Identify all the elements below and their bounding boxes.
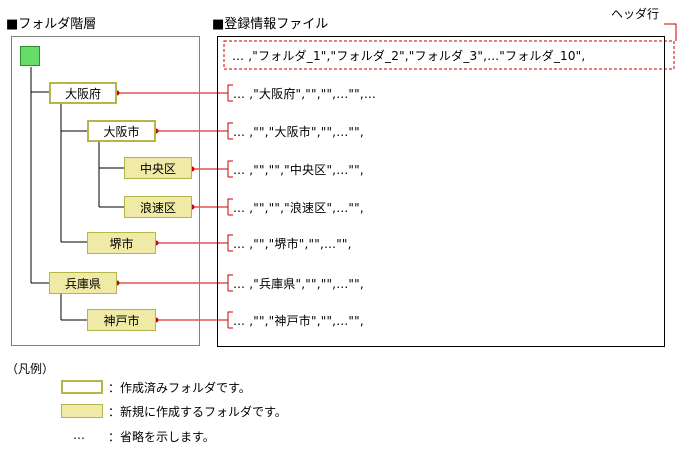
legend-new-text: ：新規に作成するフォルダです。: [108, 405, 287, 419]
connector-osaka-fu: [117, 84, 233, 94]
row-hyogo-ken: … ,"兵庫県","","",…"",: [233, 277, 364, 291]
root-folder-icon: [20, 46, 40, 66]
legend-existing-text: ：作成済みフォルダです。: [108, 381, 251, 395]
header-row-box: [223, 40, 675, 70]
connector-osaka-shi: [156, 122, 233, 132]
registration-file-panel: [217, 36, 665, 347]
row-osaka-shi: … ,"","大阪市","",…"",: [233, 125, 364, 139]
legend-new-swatch: [61, 404, 103, 418]
legend-title: （凡例）: [6, 362, 55, 376]
header-row-text: … ,"フォルダ_1","フォルダ_2","フォルダ_3",…"フォルダ_10"…: [232, 49, 586, 63]
folder-kobe-shi: 神戸市: [87, 309, 156, 331]
header-leader: [664, 23, 677, 41]
row-naniwa-ku: … ,"","","浪速区",…"",: [233, 201, 364, 215]
connector-chuo: [192, 160, 233, 170]
registration-file-title: ■登録情報ファイル: [212, 17, 329, 32]
folder-osaka-fu: 大阪府: [49, 82, 117, 104]
legend-ellipsis-symbol: …: [73, 428, 85, 442]
row-sakai-shi: … ,"","堺市","",…"",: [233, 237, 352, 251]
row-osaka-fu: … ,"大阪府","","",…"",…: [233, 87, 377, 101]
header-row-label: ヘッダ行: [611, 7, 660, 21]
legend-ellipsis-text: ：省略を示します。: [108, 430, 215, 444]
row-kobe-shi: … ,"","神戸市","",…"",: [233, 314, 364, 328]
folder-osaka-shi: 大阪市: [87, 120, 156, 142]
row-connectors: [117, 23, 677, 329]
connector-naniwa: [192, 198, 233, 208]
folder-hierarchy-panel: [11, 36, 200, 346]
folder-sakai-shi: 堺市: [87, 232, 156, 254]
folder-chuo-ku: 中央区: [124, 157, 192, 179]
folder-hyogo-ken: 兵庫県: [49, 272, 117, 294]
connector-hyogo: [117, 274, 233, 284]
row-chuo-ku: … ,"","","中央区",…"",: [233, 163, 364, 177]
folder-hierarchy-title: ■フォルダ階層: [6, 17, 97, 32]
tree-lines: [30, 67, 124, 321]
folder-naniwa-ku: 浪速区: [124, 196, 192, 218]
legend-existing-swatch: [61, 380, 103, 394]
connector-sakai: [156, 234, 233, 244]
connector-kobe: [156, 311, 233, 321]
